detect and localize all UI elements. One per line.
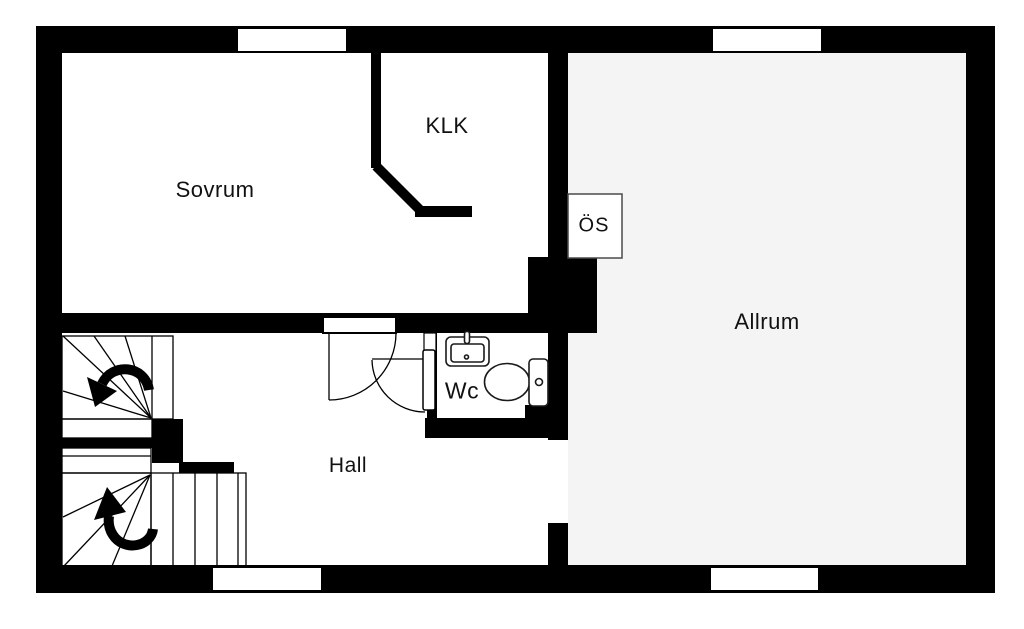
wc-door-swing-arc xyxy=(371,359,426,413)
toilet-bowl xyxy=(483,362,531,402)
wc-floor-wall xyxy=(425,418,568,438)
outer-wall-top xyxy=(36,26,995,53)
stair-wall-block xyxy=(152,419,183,463)
outer-wall-right xyxy=(966,26,995,593)
allrum-west-wall-lower xyxy=(548,523,568,567)
stair-winder-line xyxy=(111,474,151,567)
stair-upper-outline xyxy=(61,335,174,420)
curved-arrow-down-icon xyxy=(97,364,154,392)
toilet-icon xyxy=(483,358,549,407)
wc-door xyxy=(371,349,436,413)
wc-door-leaf-closed xyxy=(422,349,436,411)
window-top-left xyxy=(236,27,348,53)
stair-wall-bar xyxy=(179,462,234,473)
staircase-upper xyxy=(61,335,174,439)
curved-arrow-up-icon xyxy=(103,515,158,551)
room-label-hall: Hall xyxy=(328,454,368,477)
sink-drain xyxy=(463,354,470,360)
sovrum-hall-wall xyxy=(62,313,530,333)
sovrum-door-opening xyxy=(322,316,397,334)
outer-wall-bottom xyxy=(36,565,995,593)
walls xyxy=(36,26,995,593)
sovrum-door-swing-arc xyxy=(328,332,397,401)
toilet-flush-button xyxy=(534,377,544,387)
stair-winder-line xyxy=(93,335,152,419)
staircase-lower xyxy=(61,447,247,568)
allrum-west-wall-upper xyxy=(548,333,568,440)
sovrum-door xyxy=(328,332,397,401)
klk-allrum-wall xyxy=(548,53,568,257)
klk-opening-wall xyxy=(415,206,472,217)
center-wall-block xyxy=(528,257,597,333)
stair-tread-band xyxy=(61,447,152,474)
curved-arrow-down-head-icon xyxy=(87,377,117,407)
room-label-allrum: Allrum xyxy=(734,309,800,334)
stair-winder-line xyxy=(62,390,152,419)
window-top-right xyxy=(711,27,823,53)
sink-faucet xyxy=(463,330,471,345)
os-shaft-box xyxy=(567,193,623,259)
room-label-sovrum: Sovrum xyxy=(175,177,255,202)
window-bottom-left xyxy=(211,566,323,592)
window-bottom-right xyxy=(709,566,820,592)
klk-angled-wall xyxy=(372,162,425,215)
sink-icon xyxy=(445,330,490,367)
room-label-klk: KLK xyxy=(425,113,469,138)
stair-straight-outline xyxy=(150,472,247,568)
curved-arrow-up-head-icon xyxy=(94,487,126,520)
stair-landing xyxy=(61,418,153,439)
room-label-wc: Wc xyxy=(444,377,480,404)
stair-mid-wall xyxy=(62,438,152,448)
allrum-floor xyxy=(568,53,966,565)
sovrum-klk-wall xyxy=(371,53,381,168)
room-label-os: ÖS xyxy=(578,214,610,237)
outer-wall-left xyxy=(36,26,62,593)
